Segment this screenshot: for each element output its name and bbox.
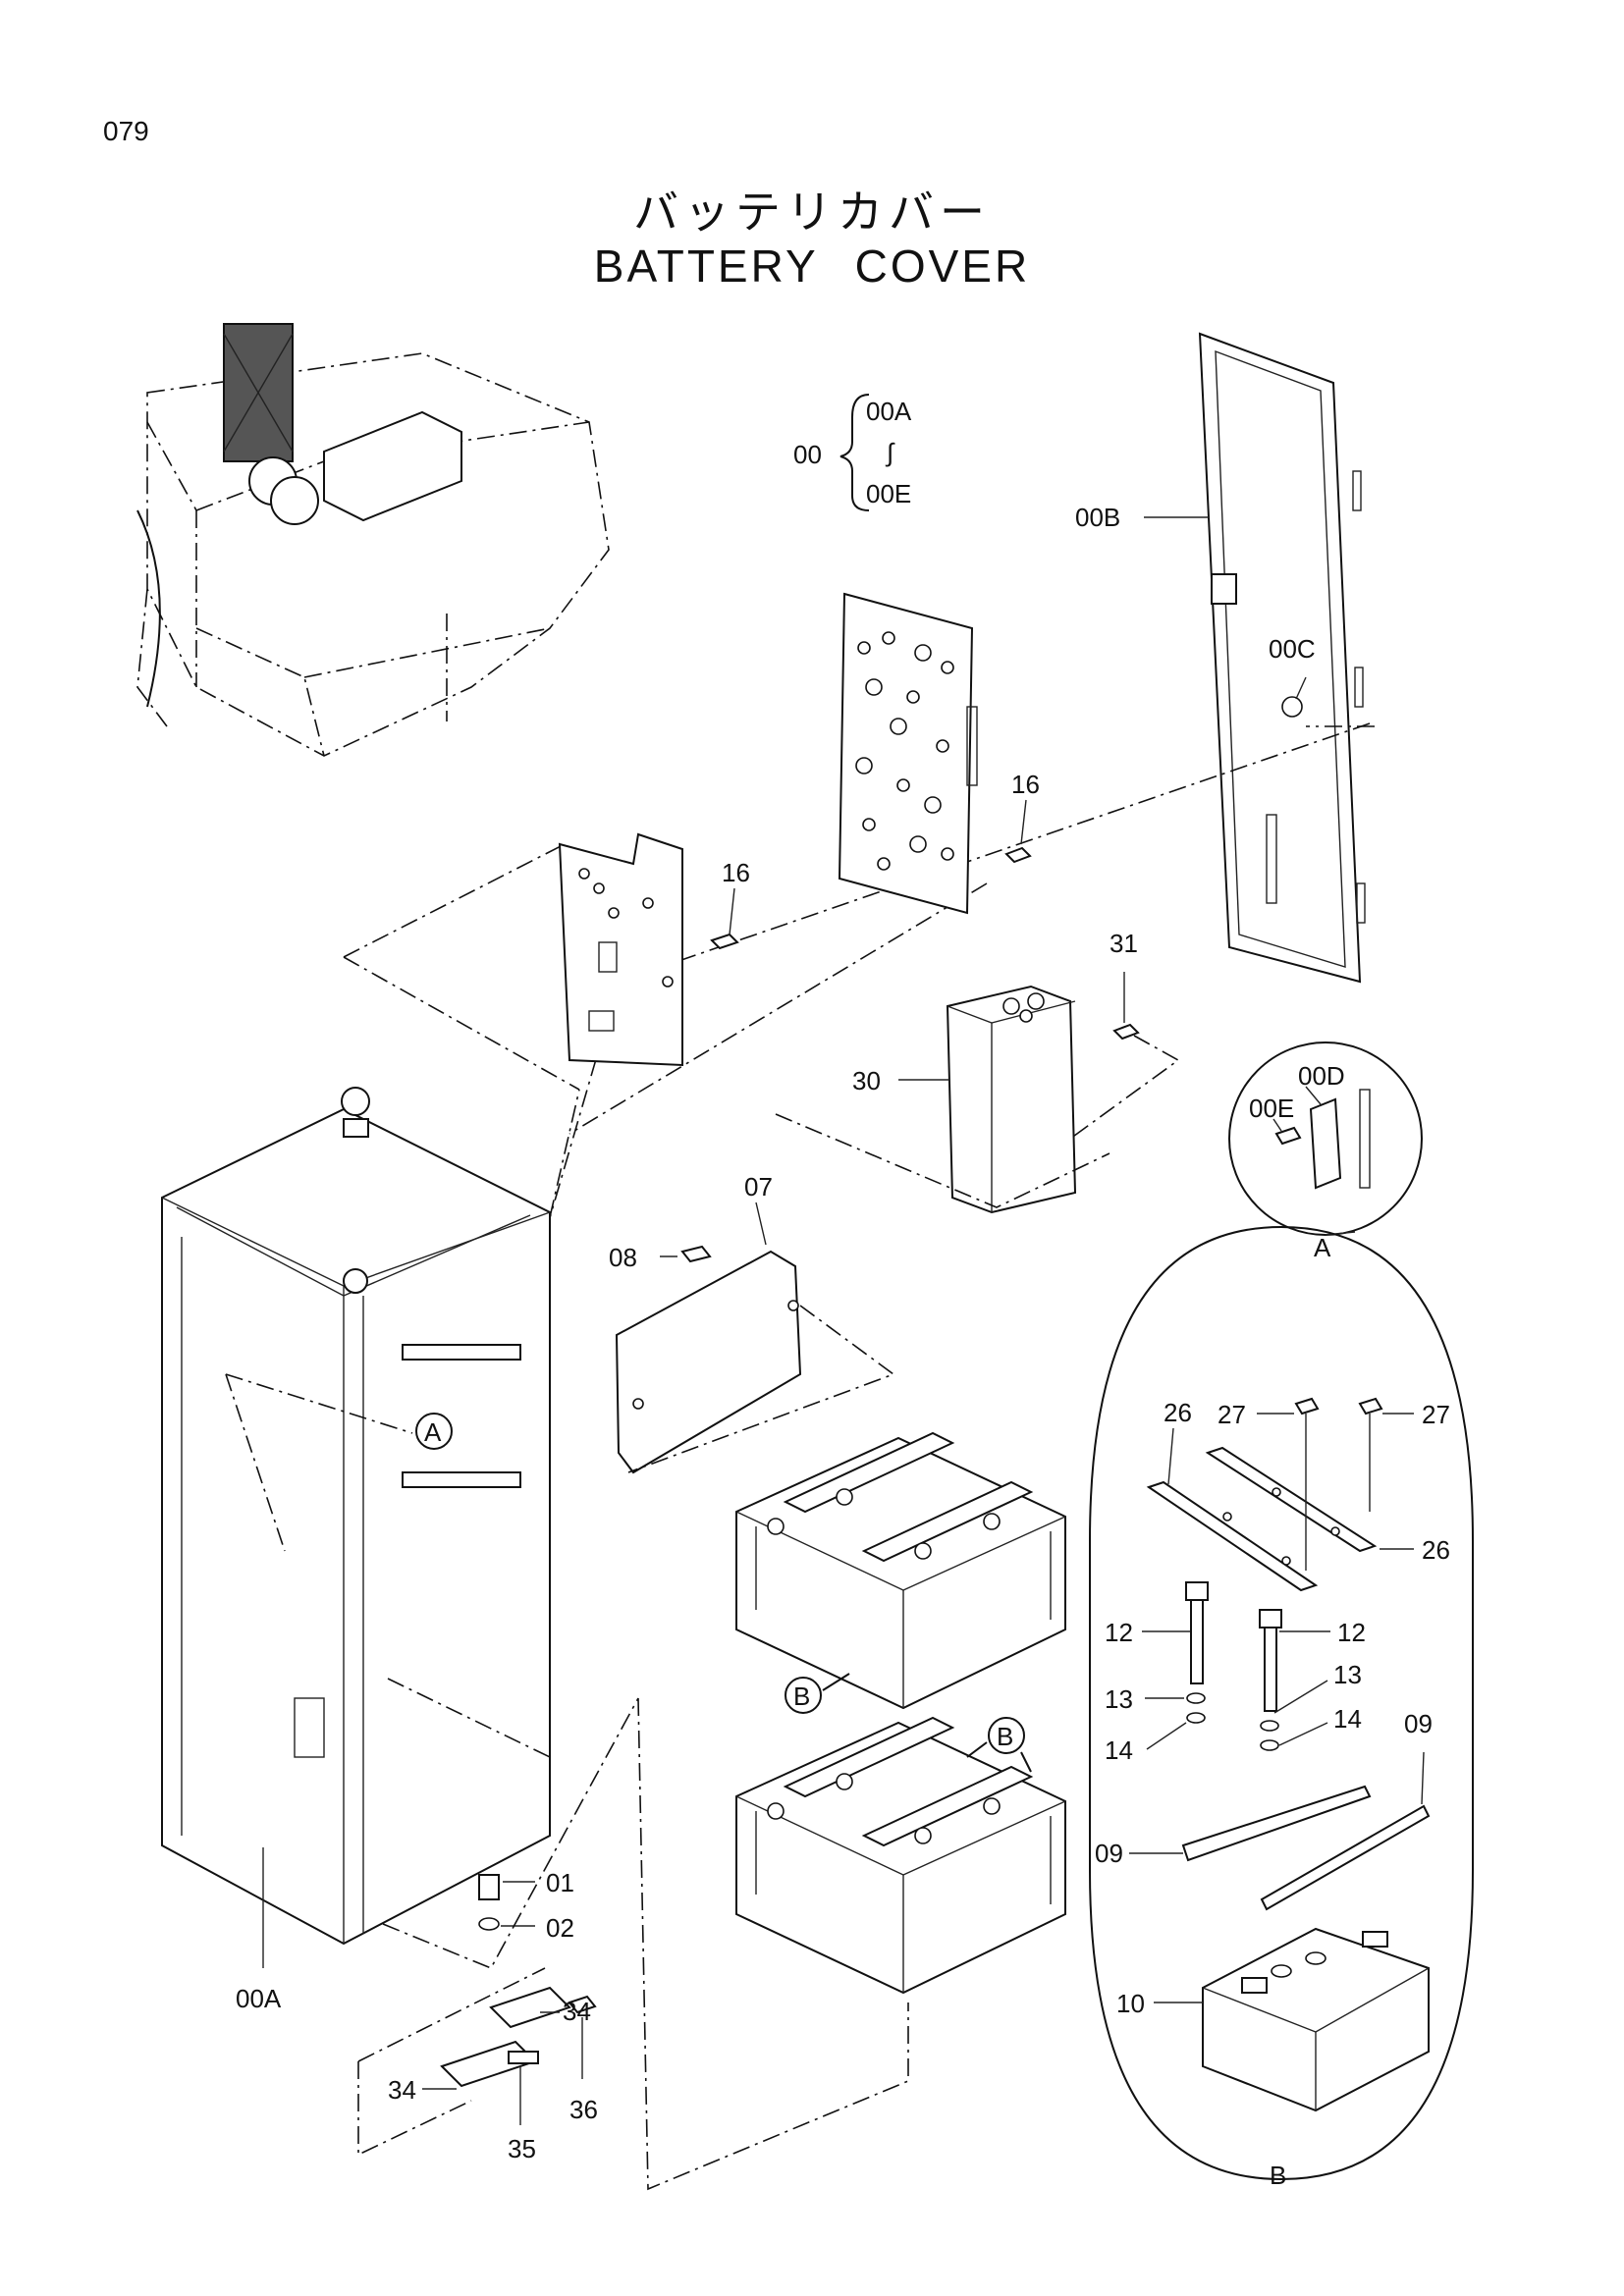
callout-09-right: 09 xyxy=(1404,1709,1433,1738)
detail-A-label: A xyxy=(1314,1233,1331,1262)
callout-00D: 00D xyxy=(1298,1061,1345,1091)
battery-cover-00A: A 00A 01 02 xyxy=(161,1087,909,2191)
battery-B-marker-1: B xyxy=(793,1682,810,1711)
callout-08: 08 xyxy=(609,1243,637,1272)
callout-02: 02 xyxy=(546,1913,574,1943)
assembly-prefix: 00 xyxy=(793,440,822,469)
callout-12-left: 12 xyxy=(1105,1618,1133,1647)
callout-34-left: 34 xyxy=(388,2075,416,2105)
detail-A: 00D 00E A xyxy=(1228,1041,1423,1262)
callout-35: 35 xyxy=(508,2134,536,2163)
machine-overview xyxy=(136,323,610,757)
radiator-grille-icon xyxy=(223,323,294,462)
callout-00A: 00A xyxy=(236,1984,282,2013)
controller-box-30: 30 31 xyxy=(775,929,1180,1214)
callout-12-right: 12 xyxy=(1337,1618,1366,1647)
callout-27-right: 27 xyxy=(1422,1400,1450,1429)
callout-09-left: 09 xyxy=(1095,1839,1123,1868)
callout-26-right: 26 xyxy=(1422,1535,1450,1565)
title-english: BATTERY COVER xyxy=(593,240,1031,292)
battery-stack-lower: B xyxy=(735,1716,1066,1995)
callout-30: 30 xyxy=(852,1066,881,1095)
plate-panel-upper: 16 xyxy=(838,592,1040,915)
callout-13-left: 13 xyxy=(1105,1684,1133,1714)
assembly-tilde: ∫ xyxy=(885,438,895,467)
callout-26-upper: 26 xyxy=(1164,1398,1192,1427)
battery-B-marker-2: B xyxy=(997,1722,1013,1751)
battery-stack-upper: B xyxy=(735,1431,1066,1714)
callout-00B: 00B xyxy=(1075,503,1120,532)
door-00B: 00B 00C xyxy=(1075,332,1366,984)
callout-10: 10 xyxy=(1116,1989,1145,2018)
title-japanese: バッテリカバー xyxy=(633,186,991,239)
callout-27-left: 27 xyxy=(1218,1400,1246,1429)
callout-31: 31 xyxy=(1110,929,1138,958)
callout-14-left: 14 xyxy=(1105,1735,1133,1765)
callout-00E: 00E xyxy=(1249,1094,1294,1123)
callout-07: 07 xyxy=(744,1172,773,1201)
callout-34-right: 34 xyxy=(563,1997,591,2026)
cover-plate-07: 08 07 xyxy=(609,1172,895,1474)
clamp-set: 34 34 35 36 xyxy=(357,1967,598,2163)
body-A-marker: A xyxy=(424,1417,442,1447)
plate-panel-left: 16 xyxy=(343,832,750,1091)
page-number: 079 xyxy=(103,116,149,146)
assembly-to: 00E xyxy=(866,479,911,508)
assembly-from: 00A xyxy=(866,397,912,426)
detail-B-label: B xyxy=(1270,2161,1286,2190)
callout-00C: 00C xyxy=(1269,634,1316,664)
callout-16-upper: 16 xyxy=(1011,770,1040,799)
callout-13-right: 13 xyxy=(1333,1660,1362,1689)
callout-01: 01 xyxy=(546,1868,574,1897)
assembly-note: 00 00A ∫ 00E xyxy=(793,394,912,511)
detail-B: 26 26 27 27 12 12 13 13 14 14 xyxy=(1089,1225,1474,2190)
callout-14-right: 14 xyxy=(1333,1704,1362,1734)
callout-36: 36 xyxy=(569,2095,598,2124)
callout-16-left: 16 xyxy=(722,858,750,887)
